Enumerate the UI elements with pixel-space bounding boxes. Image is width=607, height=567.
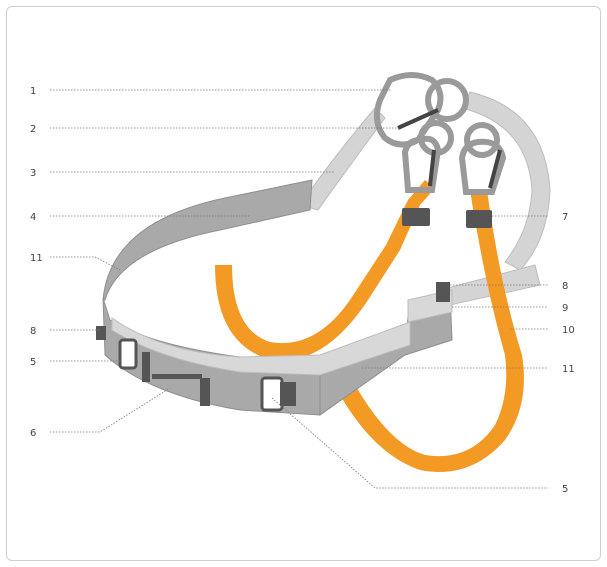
label-11-left: 11 (30, 253, 43, 264)
label-7: 7 (562, 212, 568, 223)
label-2: 2 (30, 124, 36, 135)
label-9: 9 (562, 303, 568, 314)
label-8-right: 8 (562, 281, 568, 292)
label-8-left: 8 (30, 326, 36, 337)
leg-keeper-right (466, 210, 492, 228)
label-5-right: 5 (562, 484, 568, 495)
label-4: 4 (30, 212, 36, 223)
carabiners (377, 75, 503, 192)
label-10: 10 (562, 325, 575, 336)
label-3: 3 (30, 168, 36, 179)
leg-keeper-left (402, 208, 430, 226)
label-5-left: 5 (30, 357, 36, 368)
label-11-right: 11 (562, 364, 575, 375)
label-6: 6 (30, 428, 36, 439)
label-1: 1 (30, 86, 36, 97)
